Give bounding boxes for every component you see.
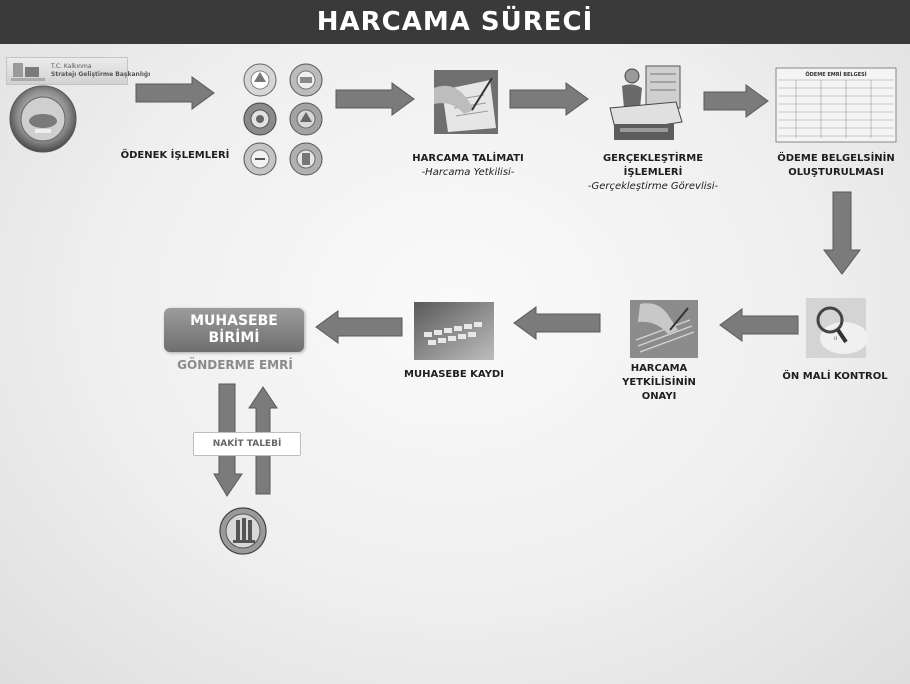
magnifier-image: ıı bbox=[806, 298, 868, 358]
flow-arrow-left-3 bbox=[315, 310, 403, 344]
seal-icon bbox=[289, 63, 323, 97]
muhasebe-birimi-box: MUHASEBE BİRİMİ bbox=[164, 308, 304, 352]
onay-line-1: HARCAMA YETKİLİSİNİN bbox=[622, 363, 696, 388]
institution-seals-group bbox=[243, 63, 323, 176]
approval-papers-image bbox=[630, 300, 698, 358]
seal-icon bbox=[289, 142, 323, 176]
header-bar: HARCAMA SÜRECİ bbox=[0, 0, 910, 44]
ministry-seal-icon bbox=[9, 85, 77, 153]
muhasebe-birimi-line-1: MUHASEBE bbox=[190, 313, 278, 329]
flow-arrow-right-2 bbox=[335, 82, 415, 116]
on-mali-kontrol-label: ÖN MALİ KONTROL bbox=[782, 371, 888, 382]
nakit-talebi-label: NAKİT TALEBİ bbox=[193, 432, 301, 456]
flow-arrow-left-2 bbox=[513, 306, 601, 340]
gonderme-emri-label: GÖNDERME EMRİ bbox=[177, 358, 293, 372]
odeme-belgesi-label: ÖDEME BELGELSİNİN OLUŞTURULMASI bbox=[766, 152, 906, 180]
seal-icon bbox=[243, 63, 277, 97]
keyboard-image bbox=[414, 302, 494, 360]
institution-tag: T.C. Kalkınma Stratejı Geliştirme Başkan… bbox=[6, 57, 150, 85]
talimat-title: HARCAMA TALİMATI bbox=[412, 153, 524, 164]
signing-document-image bbox=[434, 70, 498, 134]
gerceklestirme-title: GERÇEKLEŞTİRME İŞLEMLERİ bbox=[602, 153, 704, 178]
seal-icon bbox=[243, 142, 277, 176]
bank-seal-icon bbox=[219, 507, 267, 555]
muhasebe-birimi-line-2: BİRİMİ bbox=[208, 330, 260, 346]
flow-arrow-right-1 bbox=[135, 76, 215, 110]
talimat-sublabel: -Harcama Yetkilisi- bbox=[421, 167, 515, 178]
seal-icon bbox=[289, 102, 323, 136]
page-title: HARCAMA SÜRECİ bbox=[316, 7, 594, 37]
flow-arrow-left-1 bbox=[719, 308, 799, 342]
seal-icon bbox=[243, 102, 277, 136]
flow-arrow-down bbox=[823, 191, 861, 275]
gerceklestirme-sublabel: -Gerçekleştirme Görevlisi- bbox=[587, 181, 719, 192]
document-title: ÖDEME EMRİ BELGESİ bbox=[805, 71, 866, 78]
flow-arrow-right-3 bbox=[509, 82, 589, 116]
payment-order-document-image: ÖDEME EMRİ BELGESİ bbox=[775, 67, 897, 143]
odeme-belgesi-line-1: ÖDEME BELGELSİNİN bbox=[777, 153, 895, 164]
institution-logo-icon bbox=[11, 63, 45, 81]
svg-text:ıı: ıı bbox=[834, 335, 838, 342]
odenek-label: ÖDENEK İŞLEMLERİ bbox=[120, 150, 230, 161]
talimat-label: HARCAMA TALİMATI -Harcama Yetkilisi- bbox=[408, 152, 528, 180]
clerk-at-desk-image bbox=[609, 65, 683, 140]
flow-arrow-right-4 bbox=[703, 84, 769, 118]
onay-label: HARCAMA YETKİLİSİNİN ONAYI bbox=[594, 362, 724, 404]
odeme-belgesi-line-2: OLUŞTURULMASI bbox=[788, 167, 884, 178]
institution-line-1: T.C. Kalkınma bbox=[51, 63, 92, 70]
onay-line-2: ONAYI bbox=[641, 391, 677, 402]
institution-line-2: Stratejı Geliştirme Başkanlığı bbox=[51, 71, 151, 78]
muhasebe-kaydi-label: MUHASEBE KAYDI bbox=[404, 369, 504, 380]
gerceklestirme-label: GERÇEKLEŞTİRME İŞLEMLERİ -Gerçekleştirme… bbox=[578, 152, 728, 194]
